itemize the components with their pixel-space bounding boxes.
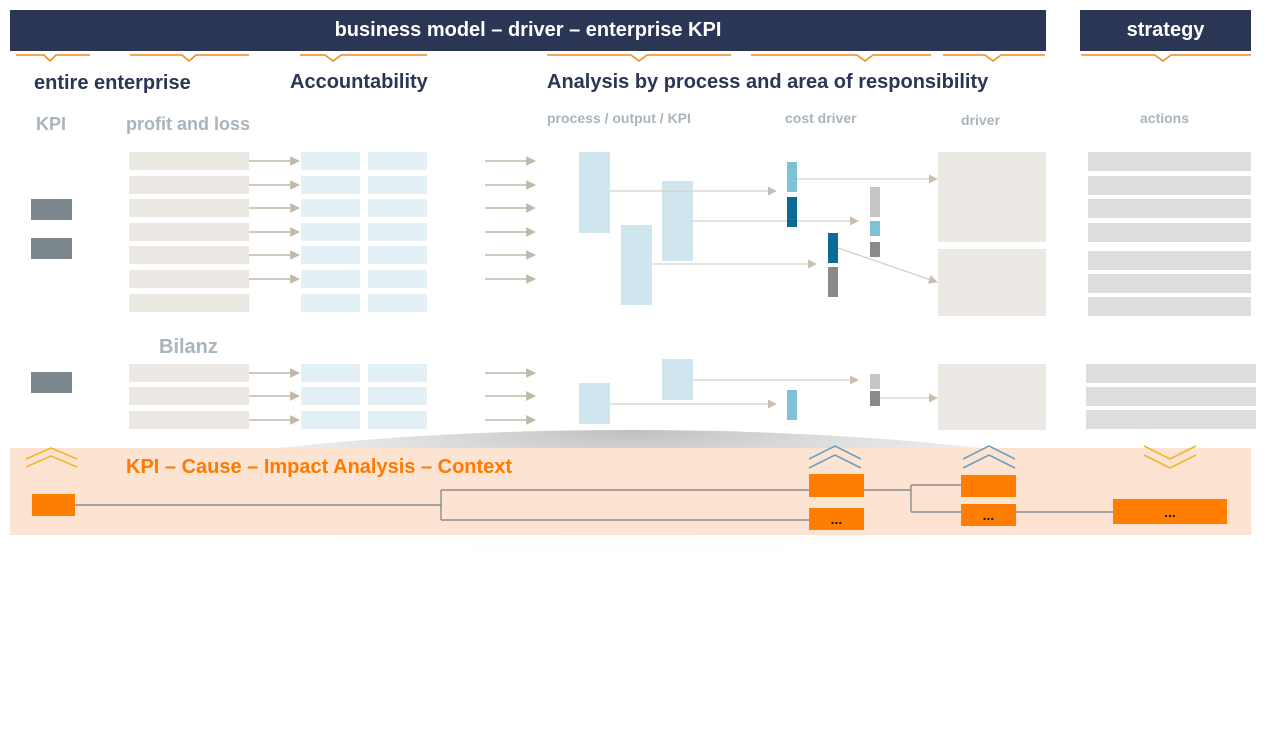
section-entire-enterprise: entire enterprise (34, 72, 191, 94)
driver-blocks (938, 152, 1046, 430)
strategy-header-bar: strategy (1080, 10, 1251, 51)
process-blocks (579, 152, 693, 424)
subheading-kpi: KPI (36, 114, 67, 134)
impact-driver-more-box: ... (961, 504, 1016, 526)
impact-cause-box (809, 474, 864, 497)
subheading-cost-driver: cost driver (785, 110, 857, 126)
profit-loss-rows (129, 152, 249, 312)
kpi-block (31, 199, 72, 220)
strategy-header-title: strategy (1126, 19, 1205, 41)
bilanz-rows (129, 364, 249, 429)
header-brace-marks (16, 54, 1251, 63)
subheading-profit-and-loss: profit and loss (126, 114, 251, 134)
ellipsis-label: ... (830, 511, 843, 527)
impact-kpi-box (32, 494, 75, 516)
section-analysis: Analysis by process and area of responsi… (547, 71, 989, 93)
main-header-title: business model – driver – enterprise KPI (334, 19, 722, 41)
pl-arrows (249, 156, 300, 425)
actions-rows (1086, 152, 1256, 429)
impact-tree-lines (75, 484, 1113, 521)
subheading-driver: driver (961, 112, 1000, 128)
subheading-process-output-kpi: process / output / KPI (547, 110, 691, 126)
analysis-input-arrows (485, 156, 536, 425)
impact-driver-box (961, 475, 1016, 497)
subheading-bilanz: Bilanz (159, 336, 218, 358)
impact-action-box: ... (1113, 499, 1227, 524)
main-header-bar: business model – driver – enterprise KPI (10, 10, 1046, 51)
accountability-cells (301, 152, 427, 429)
process-connectors (610, 174, 938, 409)
impact-cause-more-box: ... (809, 508, 864, 530)
chevron-icons (25, 445, 1197, 469)
ellipsis-label: ... (1164, 503, 1176, 520)
kpi-block (31, 238, 72, 259)
section-accountability: Accountability (290, 71, 428, 93)
subheading-actions: actions (1140, 110, 1190, 126)
kpi-block (31, 372, 72, 393)
ellipsis-label: ... (982, 507, 995, 523)
impact-band-title: KPI – Cause – Impact Analysis – Context (126, 456, 513, 478)
cost-driver-bars (787, 162, 880, 420)
